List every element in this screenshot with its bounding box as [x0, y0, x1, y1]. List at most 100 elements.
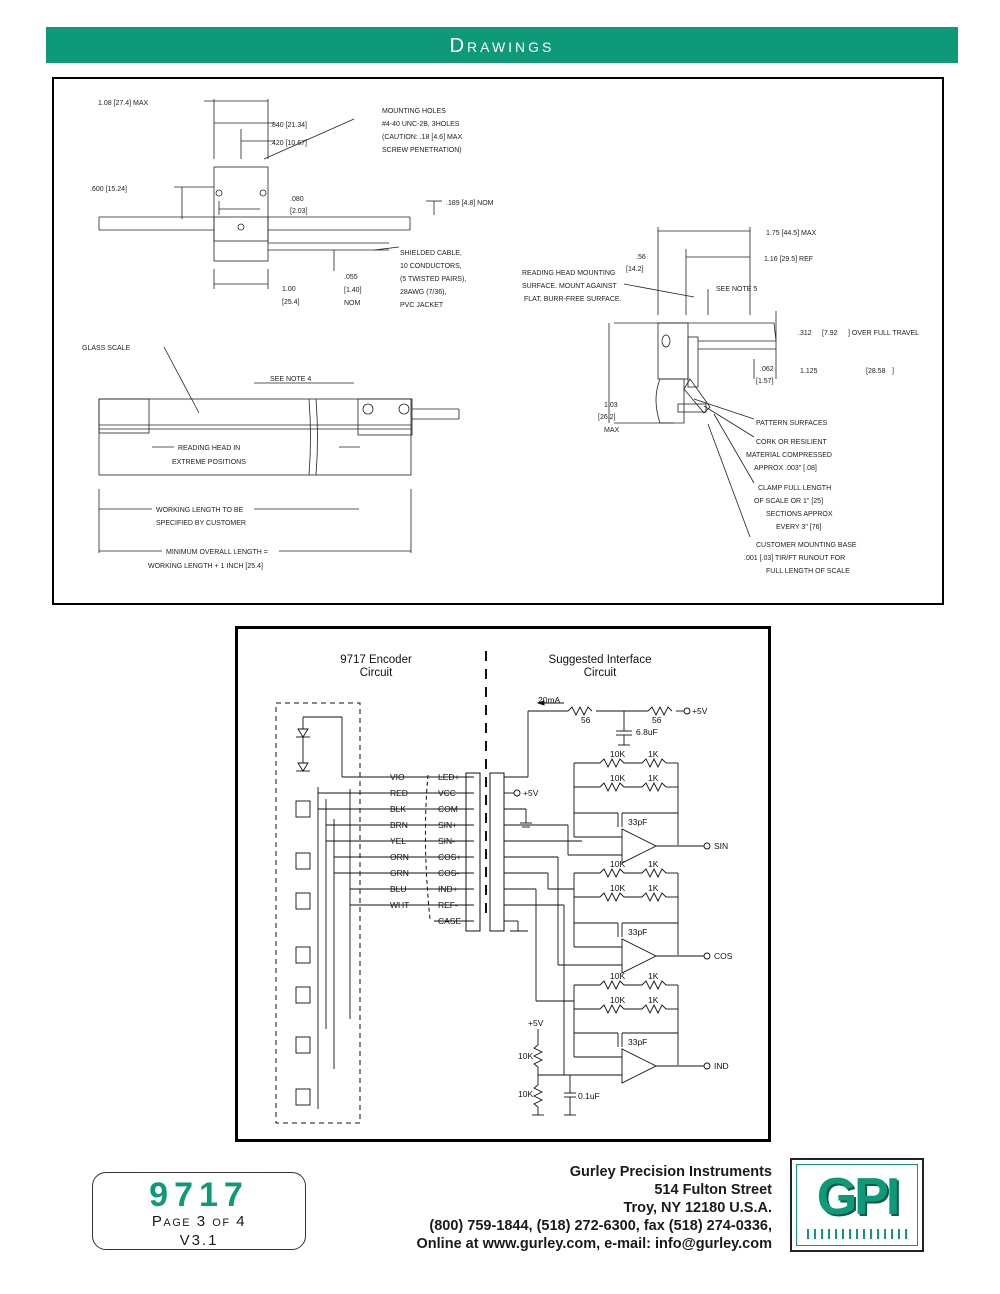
- note-label: MINIMUM OVERALL LENGTH =: [166, 549, 268, 556]
- resistor-label: 1K: [648, 883, 659, 893]
- wire-color-label: ORN: [390, 852, 409, 862]
- dim-label: [1.40]: [344, 287, 362, 294]
- note-label: SEE NOTE 4: [270, 376, 311, 383]
- company-online: Online at www.gurley.com, e-mail: info@g…: [416, 1236, 772, 1252]
- signal-name-label: REF-: [438, 900, 458, 910]
- dim-label: 1.125: [800, 368, 818, 375]
- output-ind-label: IND: [714, 1061, 729, 1071]
- note-label: FLAT, BURR-FREE SURFACE.: [524, 296, 622, 303]
- note-label: READING HEAD MOUNTING: [522, 270, 615, 277]
- resistor-label: 56: [652, 715, 662, 725]
- note-label: WORKING LENGTH TO BE: [156, 507, 244, 514]
- supply-label: +5V: [528, 1018, 544, 1028]
- wire-color-label: BLK: [390, 804, 406, 814]
- capacitor-label: 33pF: [628, 927, 647, 937]
- note-label: GLASS SCALE: [82, 345, 131, 352]
- resistor-label: 10K: [610, 859, 625, 869]
- dim-label: 1.03: [604, 402, 618, 409]
- note-label: SECTIONS APPROX: [766, 511, 833, 518]
- model-badge: 9717 Page 3 of 4 V3.1: [92, 1172, 306, 1250]
- capacitor-label: 6.8uF: [636, 727, 658, 737]
- wire-color-label: WHT: [390, 900, 409, 910]
- dim-label: MAX: [604, 427, 620, 434]
- glass-scale-side-view: [98, 346, 460, 553]
- dim-label: .56: [636, 254, 646, 261]
- dim-label: NOM: [344, 300, 361, 307]
- supply-label: +5V: [523, 788, 539, 798]
- note-label: 10 CONDUCTORS,: [400, 263, 462, 270]
- note-label: (5 TWISTED PAIRS),: [400, 276, 466, 283]
- dim-label: ]: [892, 368, 894, 375]
- wire-color-label: RED: [390, 788, 408, 798]
- resistor-label: 10K: [518, 1089, 533, 1099]
- dim-label: ] OVER FULL TRAVEL: [848, 330, 919, 337]
- note-label: CUSTOMER MOUNTING BASE: [756, 542, 857, 549]
- signal-name-label: CASE: [438, 916, 461, 926]
- page-indicator: Page 3 of 4: [151, 1213, 247, 1230]
- resistor-label: 1K: [648, 773, 659, 783]
- resistor-label: 10K: [610, 995, 625, 1005]
- output-sin-label: SIN: [714, 841, 728, 851]
- note-label: SEE NOTE 5: [716, 286, 757, 293]
- dim-label: .312: [798, 330, 812, 337]
- dim-label: 1.75 [44.5] MAX: [766, 230, 817, 237]
- circuit-schematic: 9717 Encoder Circuit Suggested Interface…: [275, 651, 733, 1124]
- resistor-label: 10K: [610, 749, 625, 759]
- connector-wiring: [318, 772, 505, 932]
- note-label: .001 [.03] TIR/FT RUNOUT FOR: [744, 555, 845, 562]
- resistor-label: 10K: [610, 971, 625, 981]
- wire-color-label: BRN: [390, 820, 408, 830]
- circuit-schematic-panel: 9717 Encoder Circuit Suggested Interface…: [235, 626, 771, 1142]
- mounting-section-view: [608, 227, 777, 538]
- company-street: 514 Fulton Street: [654, 1182, 772, 1198]
- resistor-label: 1K: [648, 971, 659, 981]
- wire-color-label: YEL: [390, 836, 406, 846]
- mechanical-drawing: 1.08 [27.4] MAX .840 [21.34] .420 [10.67…: [82, 99, 919, 575]
- dim-label: [1.57]: [756, 378, 774, 385]
- capacitor-label: 0.1uF: [578, 1091, 600, 1101]
- note-label: EVERY 3" [76]: [776, 524, 821, 531]
- wire-color-label: BLU: [390, 884, 407, 894]
- wire-color-label: GRN: [390, 868, 409, 878]
- note-label: APPROX .003" [.08]: [754, 465, 817, 472]
- note-label: PATTERN SURFACES: [756, 420, 828, 427]
- version-label: V3.1: [179, 1232, 219, 1249]
- section-title: Drawings: [46, 27, 958, 63]
- note-label: MOUNTING HOLES: [382, 108, 446, 115]
- dim-label: [7.92: [822, 330, 838, 337]
- resistor-label: 10K: [610, 773, 625, 783]
- note-label: SCREW PENETRATION): [382, 147, 462, 154]
- dim-label: 1.16 [29.5] REF: [764, 256, 813, 263]
- capacitor-label: 33pF: [628, 817, 647, 827]
- note-label: CLAMP FULL LENGTH: [758, 485, 831, 492]
- reading-head-top-view: [98, 99, 442, 289]
- note-label: SPECIFIED BY CUSTOMER: [156, 520, 246, 527]
- output-cos-label: COS: [714, 951, 733, 961]
- dim-label: .420 [10.67]: [270, 140, 307, 147]
- dim-label: 1.08 [27.4] MAX: [98, 100, 149, 107]
- signal-name-label: COS-: [438, 868, 459, 878]
- resistor-label: 1K: [648, 749, 659, 759]
- signal-name-label: SIN+: [438, 820, 457, 830]
- dim-label: .840 [21.34]: [270, 122, 307, 129]
- note-label: CORK OR RESILIENT: [756, 439, 828, 446]
- company-city: Troy, NY 12180 U.S.A.: [623, 1200, 772, 1216]
- encoder-circuit-title: Circuit: [360, 667, 393, 679]
- note-label: (CAUTION: .18 [4.6] MAX: [382, 134, 462, 141]
- dim-label: 1.00: [282, 286, 296, 293]
- signal-name-label: COM: [438, 804, 458, 814]
- logo-bars-icon: [807, 1229, 907, 1239]
- dim-label: [2.03]: [290, 208, 308, 215]
- signal-name-label: IND+: [438, 884, 458, 894]
- note-label: #4-40 UNC-2B, 3HOLES: [382, 121, 460, 128]
- model-number: 9717: [149, 1176, 249, 1214]
- signal-name-label: LED+: [438, 772, 460, 782]
- company-contact: Gurley Precision Instruments 514 Fulton …: [417, 1163, 772, 1253]
- resistor-label: 1K: [648, 995, 659, 1005]
- note-label: OF SCALE OR 1" [25]: [754, 498, 823, 505]
- signal-name-label: VCC: [438, 788, 456, 798]
- note-label: 28AWG (7/36),: [400, 289, 446, 296]
- dim-label: [25.4]: [282, 299, 300, 306]
